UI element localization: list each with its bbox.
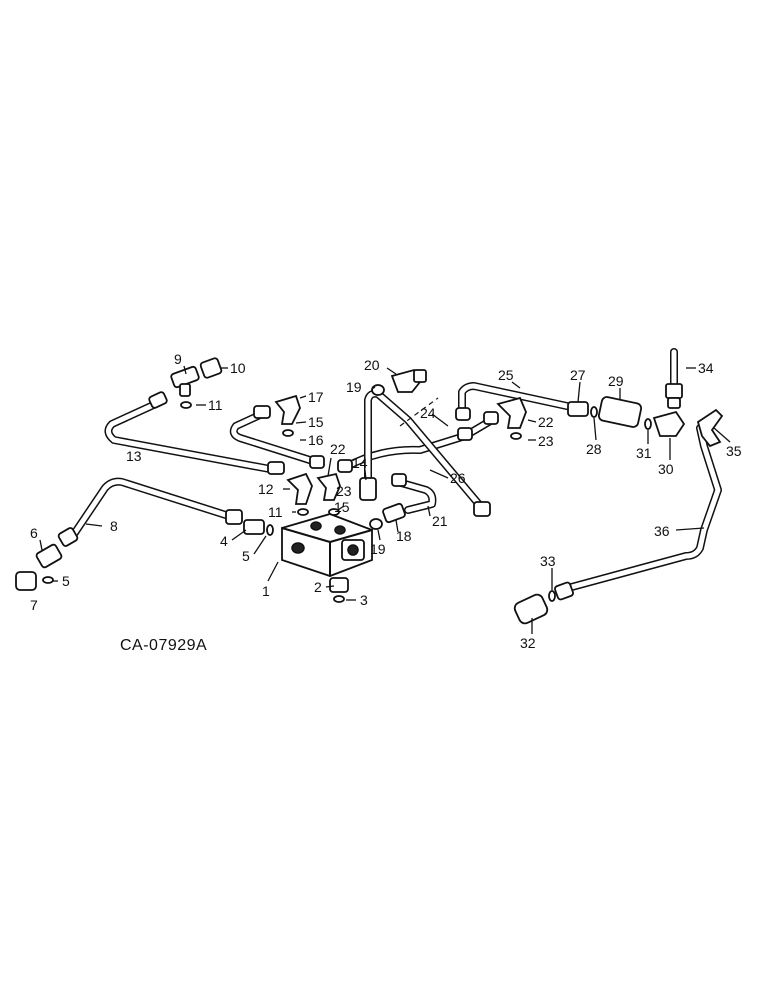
- label-part-2: 2: [314, 579, 322, 595]
- label-part-22a: 22: [330, 441, 346, 457]
- leader-lines: [39, 365, 731, 634]
- tube-21: [394, 478, 437, 514]
- label-part-28: 28: [586, 441, 602, 457]
- label-part-35: 35: [726, 443, 742, 459]
- tube-8: [66, 477, 236, 544]
- label-part-22b: 22: [538, 414, 554, 430]
- fittings: [15, 357, 724, 625]
- label-part-31: 31: [636, 445, 652, 461]
- alignment-dashed-line: [399, 397, 439, 427]
- label-part-17: 17: [308, 389, 324, 405]
- label-part-1: 1: [262, 583, 270, 599]
- label-part-29: 29: [608, 373, 624, 389]
- label-part-15b: 15: [334, 499, 350, 515]
- label-part-18: 18: [396, 528, 412, 544]
- label-part-36: 36: [654, 523, 670, 539]
- label-part-34: 34: [698, 360, 714, 376]
- label-part-12: 12: [258, 481, 274, 497]
- label-part-15a: 15: [308, 414, 324, 430]
- tube-25: [458, 382, 580, 416]
- label-part-23b: 23: [538, 433, 554, 449]
- tube-36: [564, 424, 722, 592]
- label-part-30: 30: [658, 461, 674, 477]
- label-part-11b: 11: [268, 504, 283, 520]
- label-part-23a: 23: [336, 483, 352, 499]
- label-part-5a: 5: [242, 548, 250, 564]
- label-part-6: 6: [30, 525, 38, 541]
- label-part-14: 14: [352, 455, 368, 471]
- label-part-5b: 5: [62, 573, 70, 589]
- diagram-reference-code: CA-07929A: [120, 637, 207, 654]
- label-part-3: 3: [360, 592, 368, 608]
- label-part-11a: 11: [208, 397, 223, 413]
- label-part-20: 20: [364, 357, 380, 373]
- label-part-25: 25: [498, 367, 514, 383]
- label-part-9: 9: [174, 351, 182, 367]
- label-part-13: 13: [126, 448, 142, 464]
- label-part-8: 8: [110, 518, 118, 534]
- label-part-7: 7: [30, 597, 38, 613]
- label-part-24: 24: [420, 405, 436, 421]
- label-part-16: 16: [308, 432, 324, 448]
- label-part-26: 26: [450, 470, 466, 486]
- valve-body: [281, 513, 373, 577]
- label-part-19b: 19: [370, 541, 386, 557]
- label-part-33: 33: [540, 553, 556, 569]
- label-part-4: 4: [220, 533, 228, 549]
- label-part-32: 32: [520, 635, 536, 651]
- label-part-21: 21: [432, 513, 448, 529]
- label-part-27: 27: [570, 367, 586, 383]
- tube-16: [229, 410, 320, 466]
- tube-13: [104, 398, 279, 474]
- label-part-19a: 19: [346, 379, 362, 395]
- part-labels: 1 2 3 4 5 5 6 7 8 9 10 11 11 12 13 14 15…: [30, 351, 742, 651]
- label-part-10: 10: [230, 360, 246, 376]
